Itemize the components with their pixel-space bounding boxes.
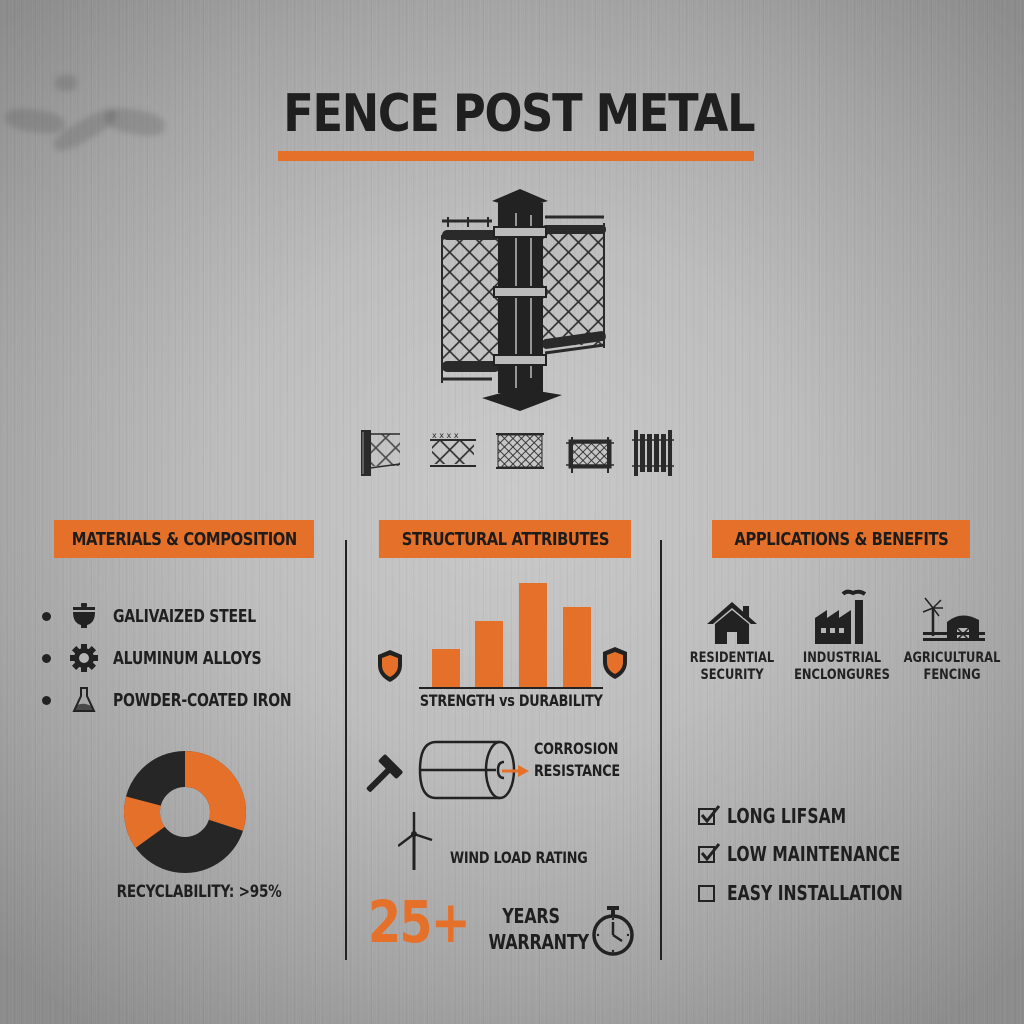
stopwatch-icon [590, 905, 636, 957]
shield-icon [600, 645, 630, 681]
warranty-label: YEARS WARRANTY [488, 904, 590, 954]
corrosion-label: CORROSION RESISTANCE [534, 739, 620, 780]
benefit-checkbox-item[interactable]: LOW MAINTENANCE [698, 842, 949, 866]
picket-slat-panel-icon [632, 428, 674, 478]
arrow-right-icon [502, 763, 530, 777]
flask-icon [69, 685, 99, 715]
barn-windmill-icon [922, 597, 985, 641]
background-stain [3, 105, 67, 137]
background-stain [103, 104, 167, 140]
applications-section-header: APPLICATIONS & BENEFITS [712, 520, 970, 558]
wind-turbine-icon [397, 812, 434, 872]
checkbox-unchecked-icon[interactable] [698, 884, 715, 902]
structural-section-header: STRUCTURAL ATTRIBUTES [379, 520, 631, 558]
shield-icon [375, 648, 405, 684]
wind-load-label: WIND LOAD RATING [450, 848, 588, 867]
list-item: GALIVAIZED STEEL [42, 602, 296, 630]
materials-section-header: MATERIALS & COMPOSITION [54, 520, 314, 558]
chain-link-roll-icon [356, 428, 401, 478]
recyclability-label: RECYCLABILITY: >95% [116, 882, 282, 902]
title-underline [278, 151, 754, 161]
column-divider [660, 540, 662, 960]
chart-bar [475, 621, 503, 687]
pipe-cylinder-icon [418, 740, 518, 800]
chart-bar [519, 583, 547, 687]
warranty-number: 25+ [368, 888, 471, 956]
application-card-agricultural: AGRICULTURAL FENCING [902, 592, 1002, 684]
house-icon [707, 602, 757, 644]
checkbox-checked-icon[interactable] [698, 804, 721, 825]
checkbox-checked-icon[interactable] [698, 842, 721, 863]
recyclability-donut-chart [123, 750, 247, 874]
fine-mesh-panel-icon [496, 430, 544, 474]
barbed-chain-link-panel-icon: x x x x [430, 430, 476, 474]
chart-caption: STRENGTH vs DURABILITY [419, 691, 603, 710]
bullet [42, 653, 51, 663]
application-card-industrial: INDUSTRIAL ENCLONGURES [792, 588, 892, 684]
chart-bar [432, 649, 460, 687]
application-card-residential: RESIDENTIAL SECURITY [682, 600, 782, 684]
framed-mesh-panel-icon [566, 435, 614, 475]
hammer-icon [362, 752, 408, 798]
column-divider [345, 540, 347, 960]
fence-post-chain-link-icon [420, 183, 620, 423]
page-title: FENCE POST METAL [283, 84, 755, 144]
svg-text:x x x x: x x x x [432, 431, 459, 440]
list-item: ALUMINUM ALLOYS [42, 644, 303, 672]
gear-icon [69, 643, 99, 673]
bowl-icon [69, 601, 99, 631]
bullet [42, 611, 51, 621]
chart-bar [563, 607, 591, 687]
bullet [42, 695, 51, 705]
background-stain [55, 75, 77, 91]
benefit-checkbox-item[interactable]: EASY INSTALLATION [698, 881, 952, 905]
list-item: POWDER-COATED IRON [42, 686, 342, 714]
benefit-checkbox-item[interactable]: LONG LIFSAM [698, 804, 880, 828]
chart-baseline [419, 687, 603, 689]
factory-icon [815, 589, 867, 644]
